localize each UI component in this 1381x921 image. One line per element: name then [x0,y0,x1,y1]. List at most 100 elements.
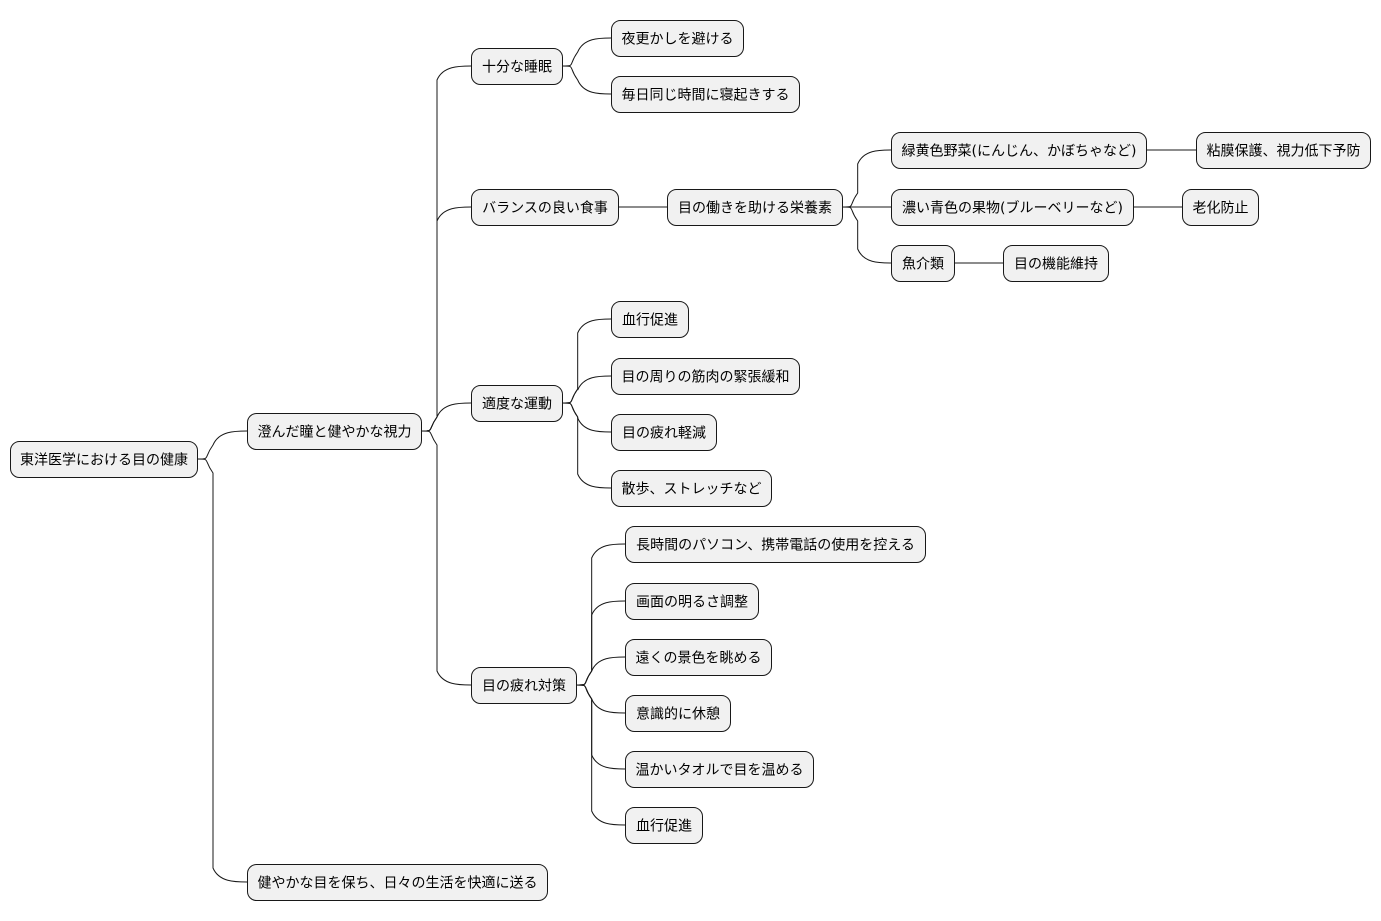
node-label: 画面の明るさ調整 [636,595,748,611]
edge-r-0-2 [420,402,472,432]
node-label: 適度な運動 [482,396,552,413]
node-label: バランスの良い食事 [482,200,608,217]
node-label: 夜更かしを避ける [622,32,734,48]
node-label: 粘膜保護、視力低下予防 [1207,144,1361,160]
node-label: 健やかな目を保ち、日々の生活を快適に送る [258,875,538,892]
node-r-0-1-0-2: 魚介類 [891,245,955,282]
node-box [247,864,548,901]
node-box [891,245,955,282]
node-label: 血行促進 [636,819,692,835]
edge-r-0-1-0-2 [841,206,892,264]
edge-r-0-3-3 [575,684,626,714]
edge-r-0-3 [420,430,472,686]
mindmap-edges [196,37,1196,883]
node-r-0-1-0-1-0: 老化防止 [1182,189,1259,226]
node-r-0: 澄んだ瞳と健やかな視力 [247,413,422,450]
node-box [611,20,744,57]
node-r-0-1-0: 目の働きを助ける栄養素 [667,189,843,226]
node-r: 東洋医学における目の健康 [10,441,198,478]
node-r-0-1-0-0-0: 粘膜保護、視力低下予防 [1196,132,1371,169]
node-box [1003,245,1109,282]
node-label: 目の機能維持 [1014,257,1098,273]
edge-r-0-0-0 [561,37,612,67]
node-r-0-0-1: 毎日同じ時間に寝起きする [611,76,800,113]
node-r-0-3-2: 遠くの景色を眺める [625,639,772,676]
node-box [625,695,731,732]
node-r-0-0: 十分な睡眠 [471,48,563,85]
edge-r-0-0 [420,65,472,432]
node-label: 目の疲れ軽減 [622,425,706,442]
node-label: 長時間のパソコン、携帯電話の使用を控える [636,537,915,554]
node-label: 濃い青色の果物(ブルーベリーなど) [902,200,1123,217]
edge-r-0 [196,430,248,460]
node-r-0-3-4: 温かいタオルで目を温める [625,751,814,788]
node-box [471,48,563,85]
node-box [625,526,926,563]
edge-r-0-3-4 [575,684,626,770]
node-box [625,639,772,676]
node-label: 目の疲れ対策 [482,678,566,695]
node-r-0-2: 適度な運動 [471,385,563,422]
node-label: 散歩、ストレッチなど [622,482,762,498]
node-r-0-3-0: 長時間のパソコン、携帯電話の使用を控える [625,526,926,563]
node-box [625,807,703,844]
node-r-0-3-5: 血行促進 [625,807,703,844]
node-label: 東洋医学における目の健康 [20,452,188,469]
node-r-0-3-1: 画面の明るさ調整 [625,583,759,620]
edge-r-0-3-1 [575,600,626,686]
node-r-0-2-3: 散歩、ストレッチなど [611,470,772,507]
node-r-1: 健やかな目を保ち、日々の生活を快適に送る [247,864,548,901]
node-box [611,414,717,451]
node-label: 温かいタオルで目を温める [636,763,804,779]
edge-r-0-2-2 [561,402,612,433]
node-label: 目の働きを助ける栄養素 [678,200,832,217]
node-label: 老化防止 [1193,201,1249,217]
node-box [247,413,422,450]
node-r-0-1: バランスの良い食事 [471,189,619,226]
node-label: 澄んだ瞳と健やかな視力 [258,424,412,441]
node-box [611,301,689,338]
node-r-0-0-0: 夜更かしを避ける [611,20,744,57]
node-r-0-1-0-0: 緑黄色野菜(にんじん、かぼちゃなど) [891,132,1147,169]
node-r-0-2-2: 目の疲れ軽減 [611,414,717,451]
edge-r-0-2-1 [561,375,612,404]
edge-r-0-0-1 [561,65,612,95]
node-r-0-3: 目の疲れ対策 [471,667,577,704]
node-box [471,385,563,422]
edge-r-0-3-0 [575,543,626,686]
node-label: 血行促進 [622,313,678,329]
node-r-0-2-1: 目の周りの筋肉の緊張緩和 [611,358,800,395]
mindmap-nodes: 東洋医学における目の健康 澄んだ瞳と健やかな視力 十分な睡眠 夜更かしを避ける毎日同じ… [10,20,1371,901]
node-box [611,76,800,113]
node-box [1182,189,1259,226]
edge-r-0-2-0 [561,318,612,404]
edge-r-0-1-0-0 [841,149,892,208]
edge-r-0-1 [420,206,472,432]
node-box [10,441,198,478]
node-r-0-2-0: 血行促進 [611,301,689,338]
node-label: 遠くの景色を眺める [636,650,762,667]
node-label: 目の周りの筋肉の緊張緩和 [622,369,790,386]
node-box [1196,132,1371,169]
node-label: 毎日同じ時間に寝起きする [622,87,790,104]
edge-r-0-2-3 [561,402,612,489]
node-label: 緑黄色野菜(にんじん、かぼちゃなど) [902,143,1137,160]
node-r-0-1-0-1: 濃い青色の果物(ブルーベリーなど) [891,189,1134,226]
node-label: 魚介類 [902,257,944,273]
node-box [625,751,814,788]
node-label: 十分な睡眠 [482,60,552,76]
node-box [471,667,577,704]
node-box [891,132,1147,169]
node-box [611,470,772,507]
node-box [667,189,843,226]
node-box [471,189,619,226]
node-r-0-1-0-2-0: 目の機能維持 [1003,245,1109,282]
node-label: 意識的に休憩 [636,706,720,723]
edge-r-1 [196,458,248,883]
edge-r-0-3-5 [575,684,626,826]
node-box [891,189,1134,226]
node-r-0-3-3: 意識的に休憩 [625,695,731,732]
edge-r-0-3-2 [575,656,626,686]
node-box [611,358,800,395]
